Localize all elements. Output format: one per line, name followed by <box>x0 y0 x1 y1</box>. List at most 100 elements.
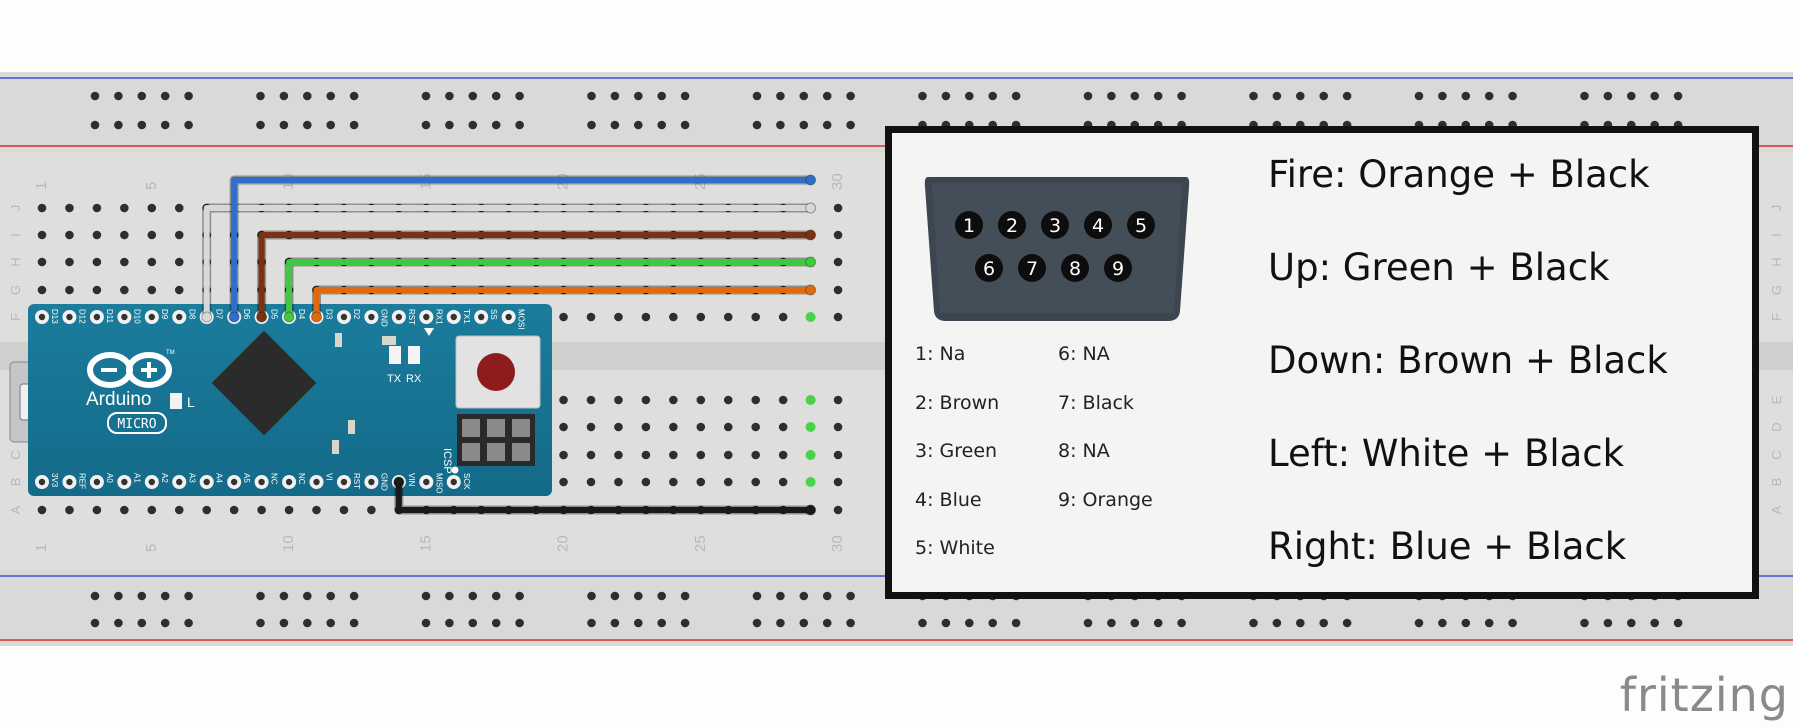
wire-black[interactable] <box>395 482 811 513</box>
rail-hole <box>1177 618 1186 628</box>
mapping-row: Right: Blue + Black <box>1268 525 1627 568</box>
rail-hole <box>279 591 289 601</box>
rail-hole <box>1011 91 1021 101</box>
rail-hole <box>515 591 524 601</box>
rail-hole <box>421 120 431 130</box>
rail-hole <box>776 120 785 130</box>
column-number-label: 1 <box>33 182 50 190</box>
wire-white[interactable] <box>203 205 811 317</box>
rail-hole <box>445 91 454 101</box>
rail-hole <box>184 91 193 101</box>
bb-hole <box>229 505 239 515</box>
pin-label-top: SS <box>489 309 498 320</box>
led-l <box>170 393 182 409</box>
rail-hole <box>137 591 147 601</box>
wire-black-end[interactable] <box>393 476 405 488</box>
pin-map-entry: 5: White <box>915 537 995 559</box>
header-pin-hole <box>176 478 183 486</box>
rail-hole <box>349 591 359 601</box>
pin-label-top: D3 <box>325 309 334 320</box>
rail-hole <box>1438 91 1447 101</box>
wire-brown[interactable] <box>258 232 811 317</box>
rail-hole <box>965 91 974 101</box>
wire-blue-end[interactable] <box>228 311 240 323</box>
rail-hole <box>349 618 359 628</box>
wire-black-end[interactable] <box>805 504 817 516</box>
mapping-row: Down: Brown + Black <box>1268 339 1668 382</box>
icsp-pins <box>462 419 530 461</box>
header-pin-hole <box>340 313 348 321</box>
column-number-label: 25 <box>692 535 709 552</box>
rail-hole <box>160 91 170 101</box>
rail-hole <box>822 91 832 101</box>
pin-label-top: D10 <box>132 309 141 324</box>
bb-hole <box>65 230 74 240</box>
rail-hole <box>587 618 596 628</box>
rail-hole <box>680 591 690 601</box>
rail-hole <box>965 618 974 628</box>
rail-hole <box>1650 91 1659 101</box>
rail-hole <box>918 618 927 628</box>
wire-white-end[interactable] <box>201 311 213 323</box>
pin-label-top: TX1 <box>462 309 471 324</box>
wire-orange-end[interactable] <box>805 284 817 296</box>
column-number-label: 5 <box>143 182 160 190</box>
rail-hole <box>468 120 478 130</box>
rail-hole <box>680 618 690 628</box>
rail-hole <box>303 120 312 130</box>
rail-hole <box>634 91 643 101</box>
pin-label-top: D6 <box>242 309 251 320</box>
rail-hole <box>822 618 832 628</box>
row-letter-label: C <box>1769 450 1784 459</box>
reset-button-cap[interactable] <box>477 353 515 391</box>
wire-white-end[interactable] <box>805 202 817 214</box>
bb-hole <box>751 395 760 405</box>
pin-label-top: D11 <box>105 309 114 324</box>
column-number-label: 30 <box>829 173 846 190</box>
rail-hole <box>279 120 289 130</box>
rail-hole <box>468 618 478 628</box>
rail-hole <box>491 91 501 101</box>
header-pin-hole <box>368 478 375 486</box>
bb-hole <box>778 422 788 432</box>
connector-pin <box>998 211 1026 239</box>
tx-label: TX <box>387 373 402 385</box>
icsp-pin <box>462 419 480 437</box>
wire-green[interactable] <box>286 259 811 317</box>
wire-orange-end[interactable] <box>311 311 322 323</box>
rail-hole <box>114 120 123 130</box>
pin-label-top: D9 <box>160 309 169 320</box>
wire-blue[interactable] <box>231 177 811 317</box>
row-letter-label: J <box>8 205 23 212</box>
pin-label-top: D4 <box>297 309 306 320</box>
bb-hole <box>120 285 129 295</box>
rail-hole <box>303 618 312 628</box>
wires <box>201 174 817 516</box>
bb-hole <box>614 450 623 460</box>
bb-hole <box>92 285 102 295</box>
wire-orange[interactable] <box>313 287 811 317</box>
wire-brown-end[interactable] <box>805 229 817 241</box>
rail-hole <box>1673 618 1683 628</box>
bb-hole <box>92 257 102 267</box>
rail-hole <box>326 120 336 130</box>
rail-hole <box>657 618 666 628</box>
header-pin-hole <box>38 478 46 486</box>
bb-hole <box>723 312 733 322</box>
wire-green-end[interactable] <box>283 311 295 323</box>
bb-hole <box>174 203 184 213</box>
bb-hole <box>559 312 568 322</box>
bb-hole <box>92 203 102 213</box>
wire-blue-end[interactable] <box>805 174 817 186</box>
smd-component <box>335 333 342 347</box>
rail-hole <box>1603 618 1613 628</box>
row-letter-label: A <box>8 505 23 514</box>
rail-hole <box>160 120 170 130</box>
rail-hole <box>421 91 431 101</box>
connector-pin-number: 5 <box>1135 215 1147 237</box>
connector-pin <box>1041 211 1069 239</box>
wire-brown-end[interactable] <box>256 311 268 323</box>
wire-green-end[interactable] <box>805 256 817 268</box>
rail-hole <box>1414 91 1424 101</box>
